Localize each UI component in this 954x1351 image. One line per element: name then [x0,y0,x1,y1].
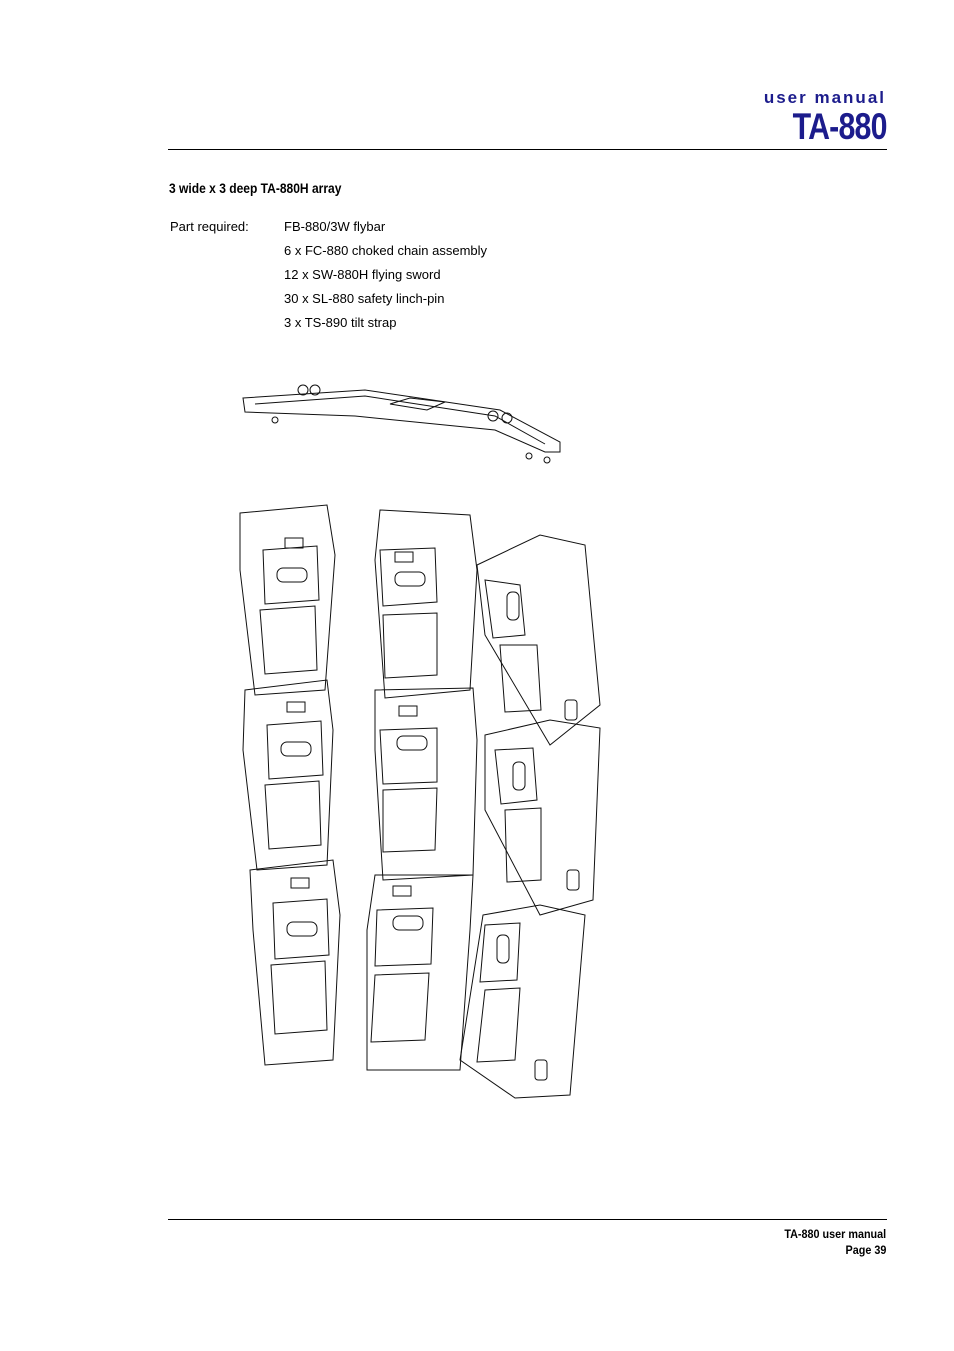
part-item: 12 x SW-880H flying sword [284,267,441,282]
part-item: 3 x TS-890 tilt strap [284,315,397,330]
flybar-drawing [242,384,561,464]
footer-rule [168,1219,887,1220]
part-item: 6 x FC-880 choked chain assembly [284,243,488,258]
section-title: 3 wide x 3 deep TA-880H array [169,180,342,196]
loudspeaker-array-illustration [239,384,601,1099]
part-item: 30 x SL-880 safety linch-pin [284,291,445,306]
parts-label: Part required: [170,219,249,234]
array-column-middle [366,509,478,1071]
footer-manual: TA-880 user manual [784,1227,886,1241]
header-subtitle: user manual [763,88,886,107]
footer-page: Page 39 [845,1243,886,1257]
part-item: FB-880/3W flybar [284,219,386,234]
array-column-right [459,534,601,1099]
array-column-left [239,504,341,1066]
parts-list: FB-880/3W flybar 6 x FC-880 choked chain… [284,219,487,339]
header-title: TA-880 [792,106,888,147]
header-rule [168,149,887,150]
